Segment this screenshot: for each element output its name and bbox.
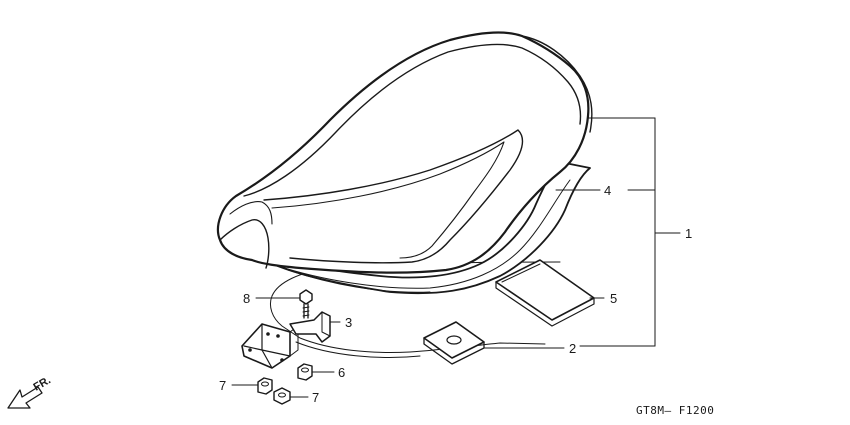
drawing-code: GT8M– F1200 (636, 404, 714, 417)
bolt (299, 289, 313, 319)
clip-lower (273, 387, 291, 405)
clip-upper (257, 377, 273, 395)
assembly-bracket (579, 117, 681, 347)
callout-labels: 1 4 5 2 8 3 6 7 7 (219, 183, 692, 405)
callout-2: 2 (569, 341, 576, 356)
callout-6: 6 (338, 365, 345, 380)
callout-3: 3 (345, 315, 352, 330)
front-label: FR. (32, 374, 53, 393)
callout-8: 8 (243, 291, 250, 306)
damper-pad (423, 321, 485, 365)
seat-lock-hook (289, 311, 331, 343)
callout-7-upper: 7 (219, 378, 226, 393)
front-direction-arrow: FR. (7, 374, 53, 409)
callout-7-lower: 7 (312, 390, 319, 405)
callout-4: 4 (604, 183, 611, 198)
seat-cushion (216, 31, 593, 274)
callout-leaders (231, 189, 605, 398)
seat-rubber (267, 161, 591, 295)
callout-1: 1 (685, 226, 692, 241)
document-holder (495, 259, 595, 327)
callout-5: 5 (610, 291, 617, 306)
nut (297, 363, 313, 381)
